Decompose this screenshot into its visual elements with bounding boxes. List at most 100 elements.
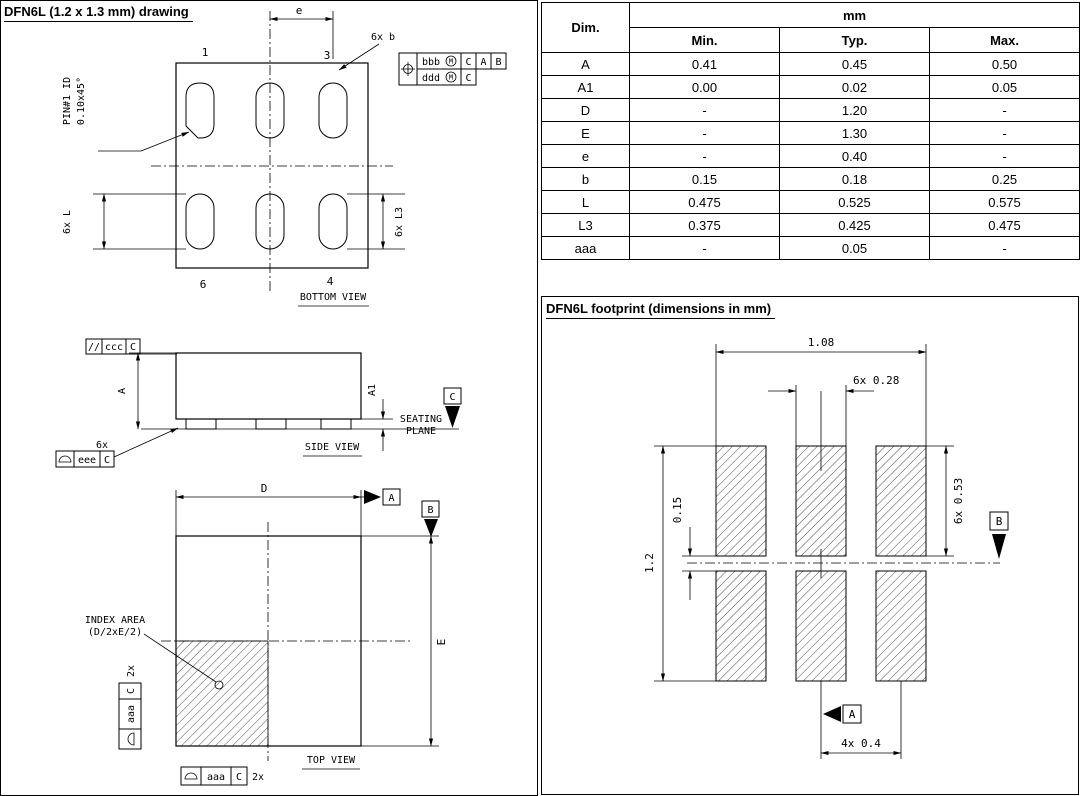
fcf-eee-count: 6x bbox=[96, 440, 108, 451]
dim-A-label: A bbox=[117, 388, 128, 394]
dim-pad-height-group: 6x 0.53 bbox=[952, 478, 965, 524]
fcf-bbb-datum3: B bbox=[495, 57, 501, 68]
dim-width-label: 1.08 bbox=[808, 336, 835, 349]
profile-symbol-icon bbox=[58, 455, 72, 463]
pin-number-6: 6 bbox=[200, 278, 207, 291]
datum-triangle-icon bbox=[992, 534, 1006, 559]
lead-2 bbox=[255, 418, 287, 430]
datum-c-flag: C bbox=[443, 387, 462, 428]
fcf-aaa-bottom-datum: C bbox=[236, 772, 242, 783]
dim-b-label: 6x b bbox=[371, 32, 395, 43]
dim-height-group: 1.2 bbox=[643, 553, 656, 573]
top-view-caption: TOP VIEW bbox=[307, 755, 356, 766]
table-row: e-0.40- bbox=[541, 144, 1080, 168]
col-header-unit: mm bbox=[628, 2, 1080, 28]
drawing-panel-title: DFN6L (1.2 x 1.3 mm) drawing bbox=[4, 2, 193, 22]
fcf-ddd-modifier: M bbox=[449, 74, 453, 82]
col-header-dim: Dim. bbox=[541, 2, 630, 53]
footprint-pad bbox=[875, 445, 927, 557]
fcf-ccc-tolerance: ccc bbox=[105, 342, 123, 353]
footprint-pad bbox=[715, 570, 767, 682]
datum-a-flag: A bbox=[823, 704, 862, 724]
datum-triangle-icon bbox=[364, 490, 381, 504]
package-body-side bbox=[175, 352, 362, 420]
position-fcf: bbb M C A B ddd M C bbox=[398, 52, 507, 86]
fcf-eee-datum: C bbox=[104, 455, 110, 466]
dim-row-gap-group: 0.15 bbox=[671, 497, 684, 524]
pad-1-chamfered bbox=[185, 82, 215, 139]
lead-1 bbox=[185, 418, 217, 430]
footprint-pad bbox=[875, 570, 927, 682]
parallelism-fcf: // ccc C bbox=[85, 338, 141, 355]
pin1-id-line2: 0.10x45° bbox=[76, 77, 87, 125]
pad-3 bbox=[318, 82, 348, 139]
lead-3 bbox=[320, 418, 352, 430]
datum-triangle-icon bbox=[823, 706, 841, 722]
pin-number-4: 4 bbox=[327, 275, 334, 288]
col-header-max: Max. bbox=[928, 27, 1080, 53]
dim-row-gap-label: 0.15 bbox=[671, 497, 684, 524]
fcf-ddd-tolerance: ddd bbox=[422, 73, 440, 84]
table-header-row-2: Min. Typ. Max. bbox=[542, 27, 1080, 53]
fcf-aaa-bottom-count: 2x bbox=[252, 772, 264, 783]
fcf-bbb-tolerance: bbb bbox=[422, 57, 440, 68]
datum-a-letter: A bbox=[388, 493, 394, 504]
footprint-panel: DFN6L footprint (dimensions in mm) bbox=[541, 296, 1079, 795]
footprint-pad bbox=[795, 570, 847, 682]
dim-L3-label: 6x L3 bbox=[394, 207, 405, 237]
dim-E-label: E bbox=[435, 639, 448, 646]
parallelism-symbol-icon: // bbox=[88, 342, 100, 353]
datum-triangle-icon bbox=[424, 519, 438, 537]
profile-symbol-icon bbox=[127, 732, 135, 746]
datum-b-flag: B bbox=[989, 511, 1009, 559]
footprint-panel-title: DFN6L footprint (dimensions in mm) bbox=[546, 299, 776, 319]
footprint-pad bbox=[715, 445, 767, 557]
drawing-title-text: DFN6L (1.2 x 1.3 mm) drawing bbox=[4, 2, 193, 22]
pad-6 bbox=[185, 193, 215, 250]
table-header-row-1: Dim. mm bbox=[541, 2, 1080, 53]
pin-number-1: 1 bbox=[202, 46, 209, 59]
dim-pitch-label: 4x 0.4 bbox=[841, 737, 881, 750]
col-header-min: Min. bbox=[629, 27, 780, 53]
fcf-bbb-datum2: A bbox=[480, 57, 486, 68]
table-row: E-1.30- bbox=[541, 121, 1080, 145]
index-area-marker bbox=[214, 680, 224, 690]
side-view-caption: SIDE VIEW bbox=[305, 442, 360, 453]
position-symbol-icon bbox=[401, 62, 415, 76]
pin-number-3: 3 bbox=[324, 49, 331, 62]
dim-height-label: 1.2 bbox=[643, 553, 656, 573]
dim-L-label-group: 6x L bbox=[62, 210, 73, 234]
table-row: aaa-0.05- bbox=[541, 236, 1080, 260]
datum-b-letter: B bbox=[427, 505, 433, 516]
pad-2 bbox=[255, 82, 285, 139]
fcf-bbb-modifier: M bbox=[449, 58, 453, 66]
fcf-ccc-datum: C bbox=[130, 342, 136, 353]
pad-4 bbox=[318, 193, 348, 250]
index-area-label2: (D/2xE/2) bbox=[88, 627, 142, 638]
top-view: D A B INDEX AREA (D bbox=[85, 482, 448, 786]
footprint-pad bbox=[795, 445, 847, 557]
dim-L-label: 6x L bbox=[62, 210, 73, 234]
package-drawing-svg: e 1 3 6 4 6x b PIN#1 ID 0.10x45° bbox=[55, 4, 507, 786]
dim-e-label: e bbox=[296, 4, 303, 17]
side-view: // ccc C A bbox=[55, 338, 462, 468]
footprint-title-text: DFN6L footprint (dimensions in mm) bbox=[546, 299, 776, 319]
col-header-typ: Typ. bbox=[779, 27, 930, 53]
seating-plane-label1: SEATING bbox=[400, 414, 442, 425]
fcf-aaa-left-datum: C bbox=[126, 688, 137, 694]
profile-fcf-aaa-bottom: aaa C 2x bbox=[180, 766, 264, 786]
pin1-id-note: PIN#1 ID 0.10x45° bbox=[62, 77, 87, 125]
package-outline-bottom bbox=[175, 62, 369, 269]
dim-L3-label-group: 6x L3 bbox=[394, 207, 405, 237]
datum-b-flag: B bbox=[421, 500, 440, 537]
table-row: D-1.20- bbox=[541, 98, 1080, 122]
package-drawing-panel: DFN6L (1.2 x 1.3 mm) drawing e bbox=[0, 0, 538, 796]
datum-b-letter: B bbox=[996, 515, 1003, 528]
